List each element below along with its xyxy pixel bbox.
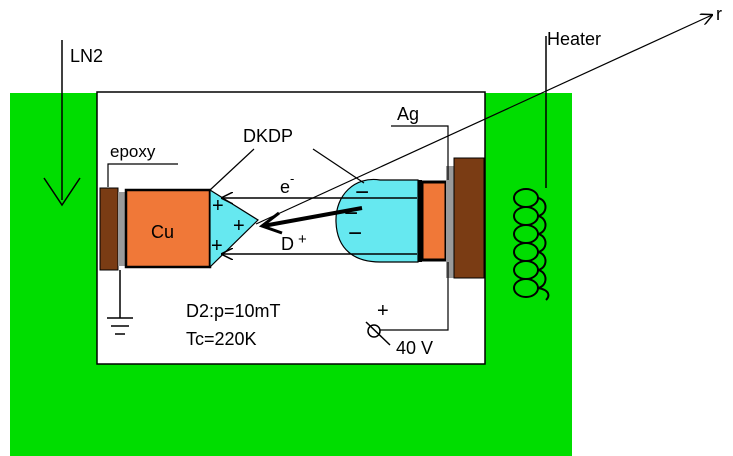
- ag-label: Ag: [397, 104, 419, 124]
- crystal-plus-sign-1: +: [212, 195, 224, 217]
- focused-beam-arrow: [262, 206, 363, 228]
- focused-beam-arrowhead: [258, 211, 283, 235]
- silver-electrode: [420, 180, 448, 262]
- right-gap-layer: [446, 166, 454, 278]
- ag-pointer: [391, 125, 449, 180]
- voltage-label: 40 V: [396, 338, 433, 358]
- right-epoxy-block: [453, 157, 485, 279]
- epoxy-pointer: [107, 163, 178, 187]
- electron-label: e-: [280, 171, 294, 197]
- dkdp-pointer-right: [312, 148, 365, 184]
- crystal-plus-sign-3: +: [211, 235, 223, 257]
- copper-label: Cu: [151, 222, 174, 242]
- crystal-plus-sign-2: +: [233, 215, 245, 237]
- dkdp-crystal-right: [335, 178, 419, 263]
- ln2-label: LN2: [70, 46, 103, 66]
- voltage-wire: [378, 262, 449, 331]
- pressure-label: D2:p=10mT: [186, 301, 281, 321]
- ln2-inflow-arrow: [43, 40, 81, 207]
- voltage-terminal-icon: [365, 321, 391, 346]
- crystal-minus-sign-2: −: [344, 200, 358, 227]
- right-electrode-black: [418, 180, 422, 262]
- deuteron-label: D+: [281, 231, 307, 254]
- left-epoxy-block: [99, 187, 119, 271]
- dkdp-pointer-left: [209, 148, 255, 191]
- epoxy-label: epoxy: [110, 142, 156, 161]
- heater-label: Heater: [547, 29, 601, 49]
- crystal-minus-sign-3: −: [348, 220, 362, 247]
- dkdp-label: DKDP: [243, 126, 293, 146]
- radial-direction-line: [255, 15, 712, 225]
- voltage-polarity-sign: +: [377, 300, 389, 322]
- r-label: r: [716, 4, 722, 24]
- tc-label: Tc=220K: [186, 329, 257, 349]
- copper-block: [124, 188, 212, 269]
- left-gap-layer: [118, 192, 126, 266]
- crystal-minus-sign-1: −: [355, 179, 369, 206]
- dkdp-crystal-left: [209, 188, 259, 269]
- heater-coil-icon: [513, 188, 550, 301]
- ground-symbol: [107, 270, 133, 335]
